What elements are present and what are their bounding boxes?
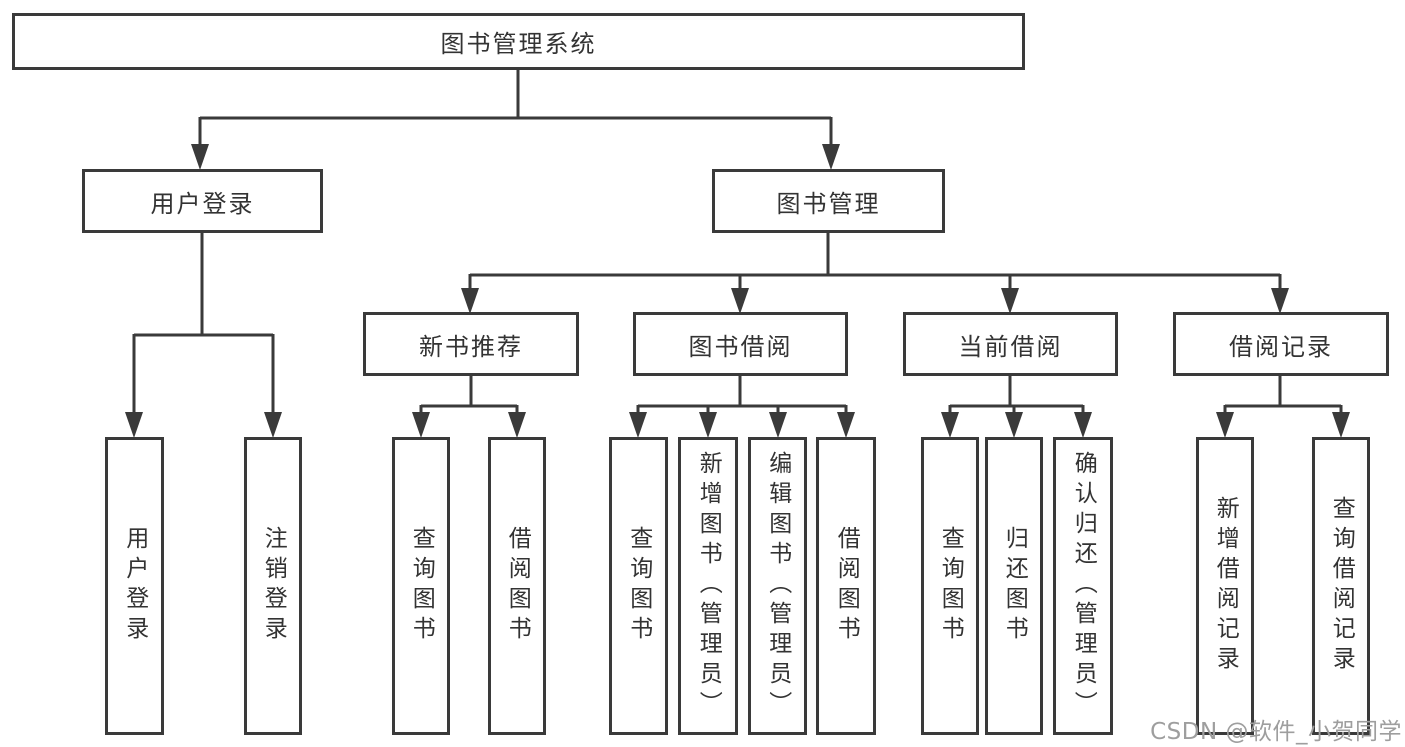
leaf-return-book-label: 归还图书 — [1001, 526, 1028, 646]
leaf-add-borrow-record: 新增借阅记录 — [1196, 437, 1254, 735]
leaf-query-books-borrowing-label: 查询图书 — [625, 526, 652, 646]
node-user-login-label: 用户登录 — [150, 189, 255, 218]
node-root: 图书管理系统 — [12, 13, 1025, 70]
node-borrow-records-label: 借阅记录 — [1229, 332, 1333, 361]
node-borrow-records: 借阅记录 — [1173, 312, 1389, 376]
leaf-logout: 注销登录 — [244, 437, 302, 735]
node-book-borrowing: 图书借阅 — [633, 312, 848, 376]
leaf-borrow-books-borrowing-label: 借阅图书 — [833, 526, 860, 646]
leaf-query-borrow-record: 查询借阅记录 — [1312, 437, 1370, 735]
node-root-label: 图书管理系统 — [440, 30, 597, 58]
leaf-query-books-current: 查询图书 — [921, 437, 979, 735]
leaf-return-book: 归还图书 — [985, 437, 1043, 735]
leaf-logout-label: 注销登录 — [260, 526, 287, 646]
node-book-borrowing-label: 图书借阅 — [688, 332, 793, 361]
node-new-book-recommend-label: 新书推荐 — [419, 332, 523, 361]
node-new-book-recommend: 新书推荐 — [363, 312, 579, 376]
leaf-user-login: 用户登录 — [105, 437, 164, 735]
leaf-query-books-recommend: 查询图书 — [392, 437, 450, 735]
leaf-user-login-label: 用户登录 — [121, 526, 148, 646]
leaf-borrow-books-recommend: 借阅图书 — [488, 437, 546, 735]
arrowhead-icons — [125, 144, 1350, 438]
node-user-login: 用户登录 — [82, 169, 323, 233]
node-current-borrowing-label: 当前借阅 — [958, 332, 1063, 361]
leaf-add-book-admin: 新增图书（管理员） — [678, 437, 738, 735]
leaf-add-book-admin-label: 新增图书（管理员） — [695, 451, 722, 721]
watermark: CSDN @软件_小贺同学 — [1150, 719, 1402, 745]
leaf-confirm-return-admin-label: 确认归还（管理员） — [1070, 451, 1097, 721]
leaf-add-borrow-record-label: 新增借阅记录 — [1212, 496, 1239, 676]
node-current-borrowing: 当前借阅 — [903, 312, 1118, 376]
leaf-query-books-recommend-label: 查询图书 — [408, 526, 435, 646]
leaf-query-books-current-label: 查询图书 — [937, 526, 964, 646]
leaf-query-borrow-record-label: 查询借阅记录 — [1328, 496, 1355, 676]
leaf-confirm-return-admin: 确认归还（管理员） — [1053, 437, 1113, 735]
leaf-borrow-books-recommend-label: 借阅图书 — [504, 526, 531, 646]
leaf-query-books-borrowing: 查询图书 — [609, 437, 668, 735]
leaf-edit-book-admin-label: 编辑图书（管理员） — [764, 451, 791, 721]
node-book-management-label: 图书管理 — [776, 189, 881, 218]
leaf-borrow-books-borrowing: 借阅图书 — [816, 437, 876, 735]
node-book-management: 图书管理 — [712, 169, 945, 233]
leaf-edit-book-admin: 编辑图书（管理员） — [748, 437, 807, 735]
